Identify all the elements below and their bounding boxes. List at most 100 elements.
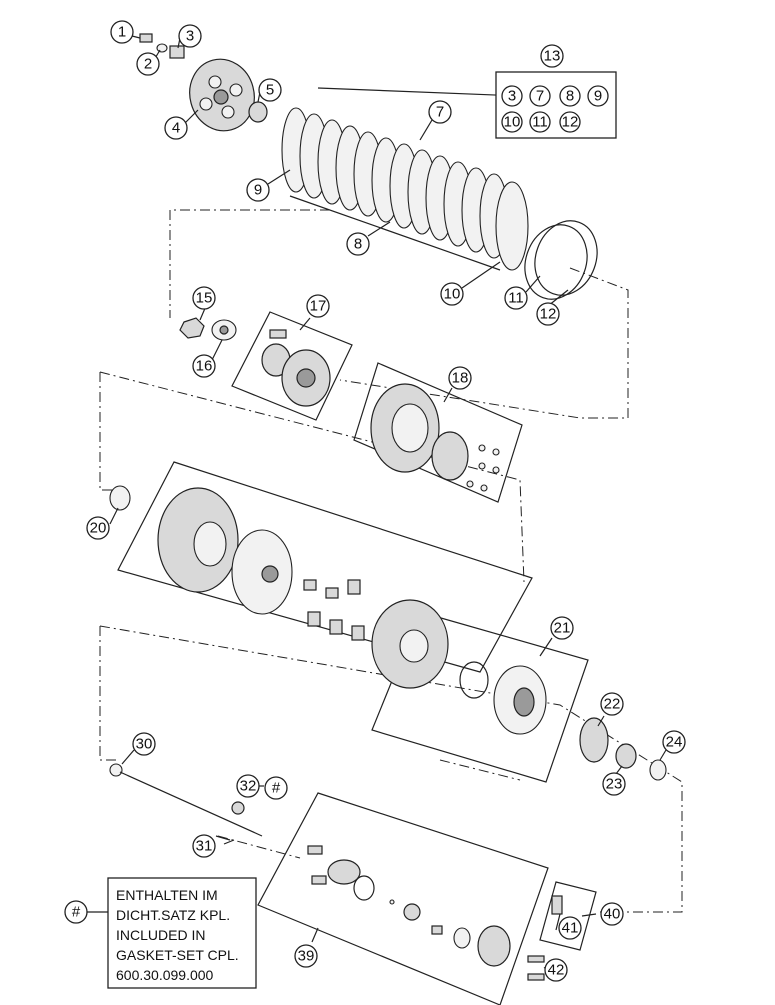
kit-item-12[interactable]: 12 xyxy=(559,111,581,133)
callout-16[interactable]: 16 xyxy=(192,354,216,378)
callout-1-label: 1 xyxy=(118,24,126,41)
note-line-1: ENTHALTEN IM xyxy=(116,887,218,903)
callout-17-label: 17 xyxy=(310,298,327,315)
callout-30[interactable]: 30 xyxy=(132,732,156,756)
callout-9-label: 9 xyxy=(254,182,262,199)
callout-21[interactable]: 21 xyxy=(550,616,574,640)
callout-8-label: 8 xyxy=(354,236,362,253)
hub-17-parts xyxy=(261,329,331,407)
note-line-3: INCLUDED IN xyxy=(116,927,205,943)
callout-40[interactable]: 40 xyxy=(600,902,624,926)
callout-22-label: 22 xyxy=(604,696,621,713)
frame-20-springs xyxy=(117,461,533,673)
callout-30-label: 30 xyxy=(136,736,153,753)
callout-2-label: 2 xyxy=(144,56,152,73)
kit-item-11-label: 11 xyxy=(532,114,548,131)
callout-20[interactable]: 20 xyxy=(86,516,110,540)
callout-32-hash-label: # xyxy=(272,780,281,797)
frame-21 xyxy=(371,611,589,783)
callout-8[interactable]: 8 xyxy=(346,232,370,256)
callout-1[interactable]: 1 xyxy=(110,20,134,44)
callout-9[interactable]: 9 xyxy=(246,178,270,202)
callout-13-label: 13 xyxy=(544,48,561,65)
group-frames xyxy=(117,311,597,1005)
callout-31-label: 31 xyxy=(196,838,213,855)
callout-2[interactable]: 2 xyxy=(136,52,160,76)
primary-gear-21 xyxy=(371,599,547,735)
callout-15-label: 15 xyxy=(196,290,213,307)
frame-18 xyxy=(353,362,523,503)
clutch-basket-20 xyxy=(109,485,365,641)
callout-12[interactable]: 12 xyxy=(536,302,560,326)
nut-washer xyxy=(179,317,237,341)
kit-item-3-label: 3 xyxy=(508,88,516,105)
callout-hash[interactable]: # xyxy=(64,900,88,924)
bleeder-parts xyxy=(527,895,563,981)
callout-3[interactable]: 3 xyxy=(178,24,202,48)
callout-39[interactable]: 39 xyxy=(294,944,318,968)
callout-22[interactable]: 22 xyxy=(600,692,624,716)
callout-4[interactable]: 4 xyxy=(164,116,188,140)
kit-item-12-label: 12 xyxy=(562,114,579,131)
callout-5-label: 5 xyxy=(266,82,274,99)
callout-24[interactable]: 24 xyxy=(662,730,686,754)
kit-item-7-label: 7 xyxy=(536,88,544,105)
callout-18-label: 18 xyxy=(452,370,469,387)
callout-16-label: 16 xyxy=(196,358,213,375)
kit-item-10[interactable]: 10 xyxy=(501,111,523,133)
callout-21-label: 21 xyxy=(554,620,571,637)
callout-3-label: 3 xyxy=(186,28,194,45)
kit-13-box: 3 7 8 9 10 11 12 xyxy=(495,71,617,139)
inner-hub-18 xyxy=(370,383,500,492)
kit-item-9[interactable]: 9 xyxy=(587,85,609,107)
callout-7-label: 7 xyxy=(436,104,444,121)
callout-42-label: 42 xyxy=(548,962,565,979)
callouts: 1 2 3 4 5 7 8 9 10 11 12 13 15 16 17 18 … xyxy=(64,20,686,982)
frame-40 xyxy=(539,881,597,951)
callout-31[interactable]: 31 xyxy=(192,834,216,858)
slave-cylinder-39 xyxy=(307,845,511,967)
callout-42[interactable]: 42 xyxy=(544,958,568,982)
callout-32-hash[interactable]: # xyxy=(264,776,288,800)
kit-item-3[interactable]: 3 xyxy=(501,85,523,107)
callout-5[interactable]: 5 xyxy=(258,78,282,102)
kit-item-10-label: 10 xyxy=(504,114,521,131)
note-line-4: GASKET-SET CPL. xyxy=(116,947,239,963)
callout-18[interactable]: 18 xyxy=(448,366,472,390)
callout-13[interactable]: 13 xyxy=(540,44,564,68)
callout-15[interactable]: 15 xyxy=(192,286,216,310)
kit-item-9-label: 9 xyxy=(594,88,602,105)
callout-11[interactable]: 11 xyxy=(504,286,528,310)
note-line-2: DICHT.SATZ KPL. xyxy=(116,907,230,923)
pressure-cap xyxy=(189,58,255,132)
kit-item-7[interactable]: 7 xyxy=(529,85,551,107)
kit-item-8[interactable]: 8 xyxy=(559,85,581,107)
kit-item-8-label: 8 xyxy=(566,88,574,105)
callout-4-label: 4 xyxy=(172,120,180,137)
kit-item-11[interactable]: 11 xyxy=(529,111,551,133)
gasket-set-note: ENTHALTEN IM DICHT.SATZ KPL. INCLUDED IN… xyxy=(107,877,257,989)
callout-40-label: 40 xyxy=(604,906,621,923)
sprocket-bearing xyxy=(579,717,667,781)
callout-32-label: 32 xyxy=(240,778,257,795)
callout-10[interactable]: 10 xyxy=(440,282,464,306)
callout-20-label: 20 xyxy=(90,520,107,537)
callout-39-label: 39 xyxy=(298,948,315,965)
callout-24-label: 24 xyxy=(666,734,683,751)
frame-39 xyxy=(257,792,549,1005)
callout-12-label: 12 xyxy=(540,306,557,323)
callout-23-label: 23 xyxy=(606,776,623,793)
callout-32[interactable]: 32 xyxy=(236,774,260,798)
pushrod-30 xyxy=(109,763,263,841)
note-line-5: 600.30.099.000 xyxy=(116,967,214,983)
callout-17[interactable]: 17 xyxy=(306,294,330,318)
callout-11-label: 11 xyxy=(508,290,524,307)
callout-41[interactable]: 41 xyxy=(558,916,582,940)
rings-11-12 xyxy=(524,220,598,300)
clutch-plate-pack xyxy=(281,87,529,271)
callout-7[interactable]: 7 xyxy=(428,100,452,124)
callout-hash-label: # xyxy=(72,904,81,921)
callout-23[interactable]: 23 xyxy=(602,772,626,796)
callout-10-label: 10 xyxy=(444,286,461,303)
